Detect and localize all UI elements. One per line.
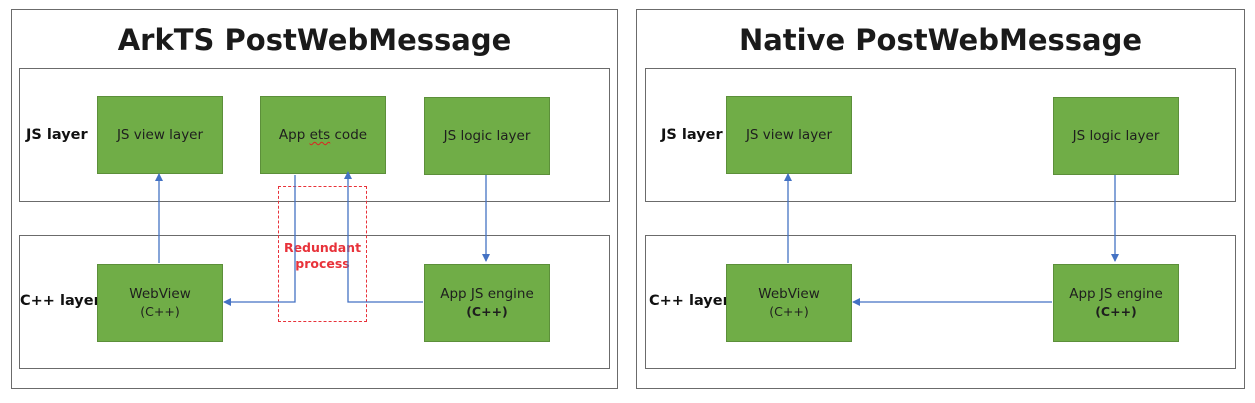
left-webview-box: WebView (C++) (97, 264, 223, 342)
right-app-js-engine-box: App JS engine (C++) (1053, 264, 1179, 342)
ets-spellcheck-word: ets (309, 127, 331, 143)
right-js-view-layer-box: JS view layer (726, 96, 852, 174)
left-cpp-layer-label: C++ layer (20, 293, 101, 309)
right-cpp-layer-label: C++ layer (649, 293, 730, 309)
left-js-logic-layer-label: JS logic layer (443, 128, 531, 144)
left-js-view-layer-box: JS view layer (97, 96, 223, 174)
left-app-ets-code-box: App ets code (260, 96, 386, 174)
right-app-js-engine-sublabel: (C++) (1095, 304, 1137, 319)
right-diagram-panel: Native PostWebMessage JS layer C++ layer… (636, 9, 1245, 389)
right-webview-box: WebView (C++) (726, 264, 852, 342)
left-diagram-title: ArkTS PostWebMessage (117, 23, 512, 57)
left-webview-label: WebView (129, 286, 191, 302)
left-diagram-panel: ArkTS PostWebMessage JS layer C++ layer … (11, 9, 618, 389)
right-diagram-title: Native PostWebMessage (738, 23, 1143, 57)
left-webview-sublabel: (C++) (140, 304, 180, 319)
right-js-logic-layer-label: JS logic layer (1072, 128, 1160, 144)
right-webview-sublabel: (C++) (769, 304, 809, 319)
left-js-layer-label: JS layer (26, 127, 88, 143)
left-js-view-layer-label: JS view layer (116, 127, 204, 143)
left-js-logic-layer-box: JS logic layer (424, 97, 550, 175)
left-app-js-engine-sublabel: (C++) (466, 304, 508, 319)
right-app-js-engine-label: App JS engine (1069, 286, 1163, 302)
left-app-js-engine-label: App JS engine (440, 286, 534, 302)
right-js-logic-layer-box: JS logic layer (1053, 97, 1179, 175)
right-js-layer-label: JS layer (661, 127, 723, 143)
right-webview-label: WebView (758, 286, 820, 302)
left-app-ets-code-label: App ets code (278, 127, 368, 143)
redundant-process-label: Redundant process (283, 240, 362, 271)
left-app-js-engine-box: App JS engine (C++) (424, 264, 550, 342)
right-js-view-layer-label: JS view layer (745, 127, 833, 143)
